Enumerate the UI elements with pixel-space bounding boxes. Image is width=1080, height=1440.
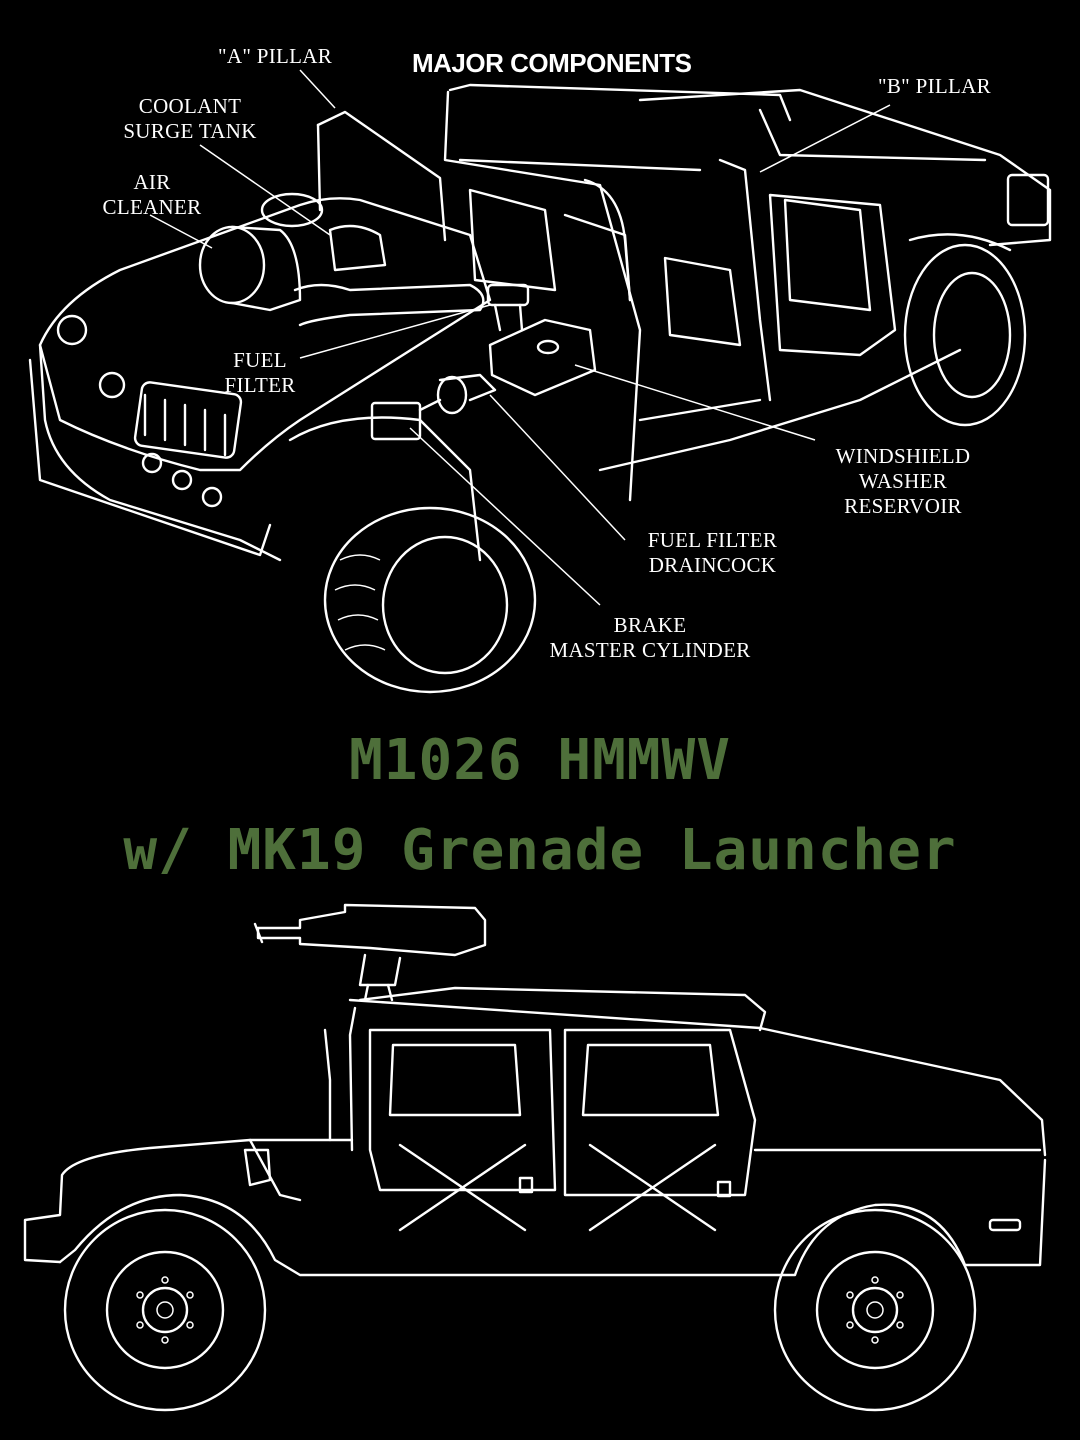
side-profile-vehicle-drawing xyxy=(23,903,1047,1412)
label-coolant-surge-tank: COOLANT SURGE TANK xyxy=(110,94,270,144)
label-line: FUEL xyxy=(233,348,287,372)
label-b-pillar: "B" PILLAR xyxy=(878,74,991,98)
cutaway-vehicle-drawing xyxy=(28,69,1052,694)
label-a-pillar: "A" PILLAR xyxy=(218,44,333,68)
label-line: SURGE TANK xyxy=(123,119,257,143)
label-line: WINDSHIELD xyxy=(835,444,971,468)
label-line: FILTER xyxy=(224,373,296,397)
label-fuel-filter: FUEL FILTER xyxy=(205,348,315,398)
label-air-cleaner: AIR CLEANER xyxy=(82,170,222,220)
label-line: FUEL FILTER xyxy=(647,528,778,552)
label-line: AIR xyxy=(133,170,171,194)
label-line: DRAINCOCK xyxy=(648,553,777,577)
label-line: BRAKE xyxy=(613,613,687,637)
label-fuel-filter-draincock: FUEL FILTER DRAINCOCK xyxy=(620,528,805,578)
label-line: WASHER xyxy=(858,469,948,493)
label-line: RESERVOIR xyxy=(844,494,962,518)
title-subtitle: w/ MK19 Grenade Launcher xyxy=(123,818,957,883)
title-model: M1026 HMMWV xyxy=(349,728,731,793)
label-line: COOLANT xyxy=(138,94,242,118)
diagram-heading: MAJOR COMPONENTS xyxy=(412,48,692,78)
label-windshield-washer-reservoir: WINDSHIELD WASHER RESERVOIR xyxy=(808,444,998,519)
label-line: MASTER CYLINDER xyxy=(549,638,751,662)
label-line: CLEANER xyxy=(102,195,202,219)
label-brake-master-cylinder: BRAKE MASTER CYLINDER xyxy=(520,613,780,663)
